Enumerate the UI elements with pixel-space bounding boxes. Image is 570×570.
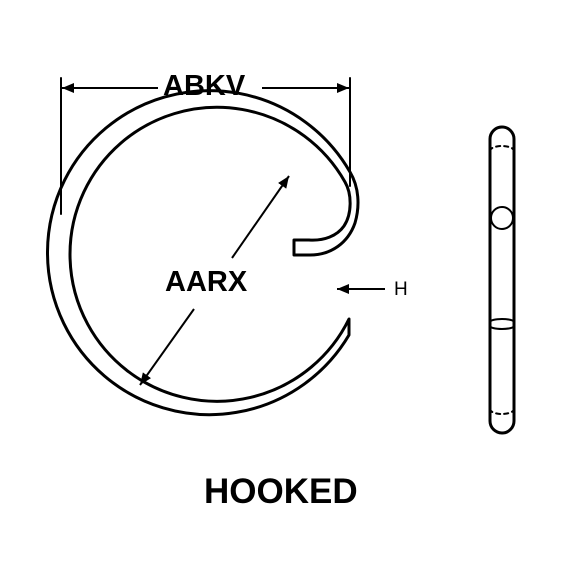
side-view-gap-circle — [490, 206, 514, 230]
side-view-outline — [488, 125, 516, 435]
aarx-dimension-arrow-upper — [231, 175, 290, 259]
side-view-lower-dash — [489, 408, 515, 415]
side-view-top-dash — [489, 145, 515, 152]
abkv-dimension-label: ABKV — [163, 70, 246, 102]
aarx-dimension-label: AARX — [165, 266, 248, 298]
h-thickness-label: H — [394, 279, 408, 300]
style-title: HOOKED — [204, 472, 358, 511]
side-view-gap-line-b — [489, 325, 515, 330]
ring-side-view — [488, 125, 516, 435]
ring-front-outline — [46, 89, 360, 417]
side-view-gap-line-a — [489, 318, 515, 323]
aarx-dimension-arrow-lower — [139, 308, 195, 386]
